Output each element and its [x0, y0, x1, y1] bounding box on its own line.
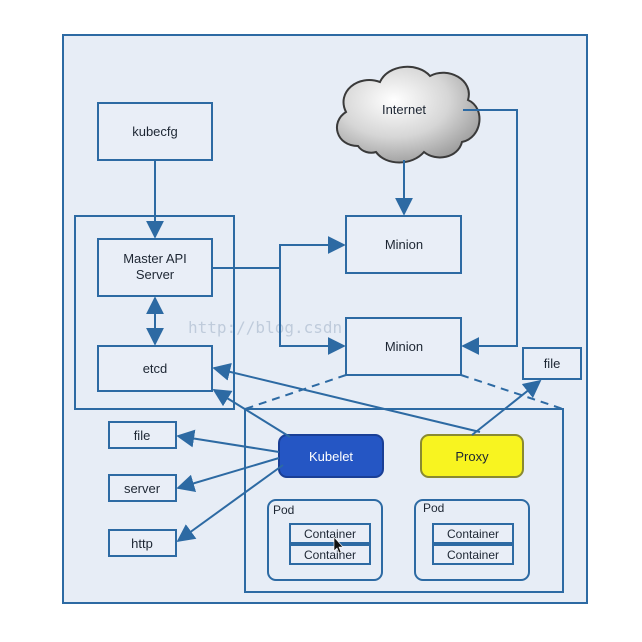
container-label: Container [447, 548, 499, 562]
pod-right-label: Pod [423, 501, 444, 515]
arrow-master-to-minion-top [212, 236, 346, 269]
http-node[interactable]: http [108, 529, 177, 557]
arrow-proxy-to-etcd [212, 363, 481, 433]
minion-detail-frame [244, 408, 564, 593]
file-right-node[interactable]: file [522, 347, 582, 380]
container-label: Container [304, 527, 356, 541]
kubelet-label: Kubelet [309, 449, 353, 464]
container-label: Container [447, 527, 499, 541]
master-api-label-line1: Master API [123, 251, 187, 266]
container-label: Container [304, 548, 356, 562]
pod-right[interactable]: Pod Container Container [414, 499, 530, 581]
proxy-node[interactable]: Proxy [420, 434, 524, 478]
zoom-line-left [244, 374, 347, 410]
master-api-server-node[interactable]: Master API Server [97, 238, 213, 297]
internet-label: Internet [382, 102, 426, 117]
master-api-label-line2: Server [136, 267, 175, 282]
minion-bottom-label: Minion [385, 339, 423, 354]
arrow-internet-to-minion-bottom [461, 109, 518, 355]
arrow-kubelet-to-server [176, 457, 280, 493]
http-label: http [131, 536, 153, 551]
server-label: server [124, 481, 161, 496]
file-left-node[interactable]: file [108, 421, 177, 449]
file-left-label: file [134, 428, 151, 443]
arrow-proxy-to-file [471, 379, 542, 436]
mouse-cursor-icon [333, 536, 344, 554]
file-right-label: file [544, 356, 561, 371]
kubecfg-label: kubecfg [132, 124, 178, 139]
container-box[interactable]: Container [289, 544, 371, 565]
arrow-kubelet-to-etcd [212, 389, 291, 438]
zoom-line-right [460, 374, 564, 410]
proxy-label: Proxy [455, 449, 489, 464]
pod-left-label: Pod [273, 503, 294, 517]
kubecfg-node[interactable]: kubecfg [97, 102, 213, 161]
kubelet-node[interactable]: Kubelet [278, 434, 384, 478]
arrow-kubelet-to-http [176, 464, 284, 543]
arrow-kubelet-to-file [176, 429, 280, 453]
connectors [146, 109, 542, 543]
arrow-master-to-minion-bottom [279, 268, 346, 355]
minion-bottom-node[interactable]: Minion [345, 317, 462, 376]
pod-left[interactable]: Pod Container Container [267, 499, 383, 581]
container-box[interactable]: Container [432, 544, 514, 565]
minion-top-node[interactable]: Minion [345, 215, 462, 274]
cloud-icon [336, 65, 481, 164]
minion-top-label: Minion [385, 237, 423, 252]
container-box[interactable]: Container [432, 523, 514, 544]
etcd-label: etcd [143, 361, 168, 376]
etcd-node[interactable]: etcd [97, 345, 213, 392]
container-box[interactable]: Container [289, 523, 371, 544]
server-node[interactable]: server [108, 474, 177, 502]
internet-cloud-node[interactable]: Internet [336, 65, 481, 164]
